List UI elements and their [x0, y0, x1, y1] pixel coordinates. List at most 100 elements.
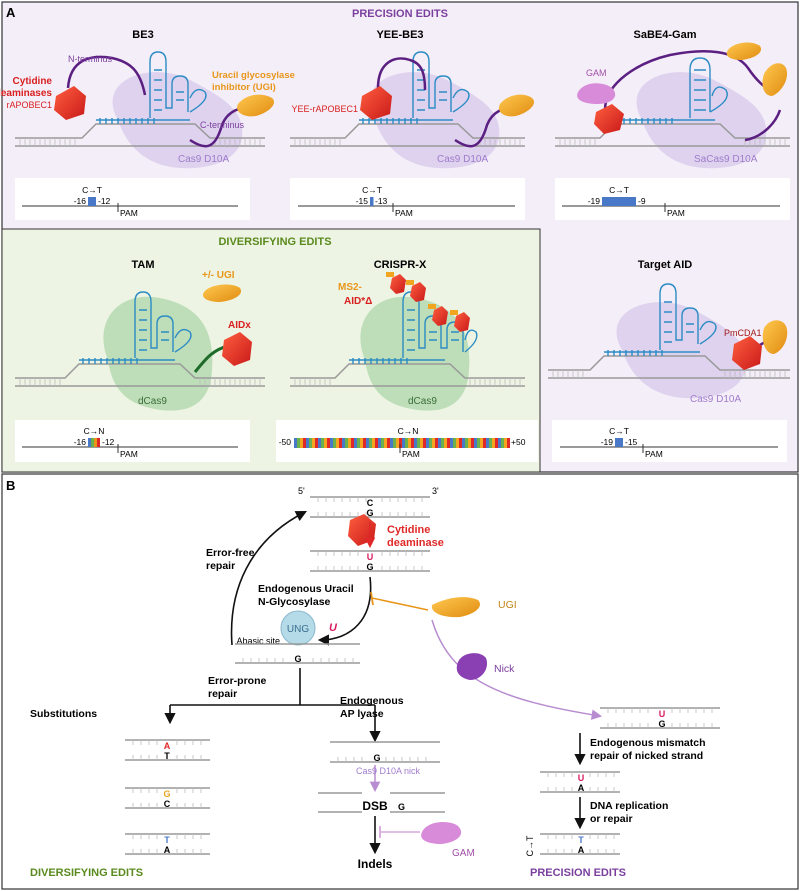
ugi-label-1: Uracil glycosylase	[212, 70, 295, 81]
edit-stripe	[468, 438, 471, 448]
targetaid-track: C→T -19 -15 PAM	[552, 420, 787, 462]
edit-window	[615, 438, 623, 447]
substitutions-label: Substitutions	[30, 708, 97, 720]
ms2-coat-3	[428, 304, 436, 309]
ugi-icon	[431, 597, 480, 618]
yee-title: YEE-BE3	[376, 29, 423, 41]
edit-type: C→T	[609, 426, 629, 436]
edit-stripe	[357, 438, 360, 448]
target-aid-construct: Target AID PmCDA1 Cas9 D10A C→T -19	[548, 259, 790, 462]
edit-stripe	[441, 438, 444, 448]
ms2-coat-2	[406, 280, 414, 285]
error-free-label-2: repair	[206, 560, 235, 572]
edit-stripe	[300, 438, 303, 448]
cas9-label: Cas9 D10A	[178, 154, 229, 165]
left-pos: -19	[588, 196, 601, 206]
aid-label: AID*Δ	[344, 296, 372, 307]
base-g: G	[398, 802, 405, 812]
base-t: T	[164, 751, 170, 761]
edit-stripe	[423, 438, 426, 448]
ung-label-2: N-Glycosylase	[258, 596, 331, 608]
edit-stripe	[354, 438, 357, 448]
left-pos: -16	[74, 196, 87, 206]
ung-name: UNG	[287, 624, 309, 635]
edit-type: C→T	[362, 185, 382, 195]
edit-stripe	[444, 438, 447, 448]
panel-b-background	[1, 473, 799, 890]
sabe4-track: C→T -19 -9 PAM	[555, 178, 790, 220]
base-u: U	[659, 709, 666, 719]
ct-side-label: C→T	[525, 835, 535, 856]
aid-copy-2	[410, 282, 426, 302]
yee-be3-construct: YEE-BE3 YEE-rAPOBEC1 Cas9 D10A C→T -	[290, 29, 535, 220]
edit-stripe	[456, 438, 459, 448]
tam-title: TAM	[131, 259, 154, 271]
gam-icon	[421, 822, 462, 844]
edit-band-1	[88, 438, 91, 447]
three-prime: 3'	[432, 486, 439, 496]
aid-copy-1	[390, 274, 406, 294]
deaminases-label: deaminases	[0, 88, 52, 99]
edit-stripe	[459, 438, 462, 448]
rapobec-label: rAPOBEC1	[6, 100, 52, 110]
edit-stripe	[381, 438, 384, 448]
edit-stripe	[477, 438, 480, 448]
dcas9-label: dCas9	[408, 396, 437, 407]
base-a: A	[578, 845, 585, 855]
edit-stripe	[345, 438, 348, 448]
gam-label: GAM	[586, 68, 607, 78]
track-box	[552, 420, 787, 462]
base-a: A	[578, 783, 585, 793]
base-t: T	[578, 835, 584, 845]
cytidine-label: Cytidine	[13, 76, 53, 87]
left-pos: -16	[74, 437, 87, 447]
duplex-ap-cut: G	[330, 741, 440, 763]
edit-stripe	[297, 438, 300, 448]
error-free-label-1: Error-free	[206, 547, 255, 559]
right-pos: -12	[98, 196, 111, 206]
track-box	[15, 178, 250, 220]
edit-stripe	[366, 438, 369, 448]
base-g: G	[163, 789, 170, 799]
dcas9-protein	[360, 296, 470, 411]
edit-stripe	[471, 438, 474, 448]
cytidine-label: Cytidine	[387, 524, 430, 536]
targetaid-title: Target AID	[638, 259, 692, 271]
dna-ticks	[19, 378, 261, 386]
base-c: C	[367, 498, 374, 508]
edit-stripe	[324, 438, 327, 448]
edit-stripe	[393, 438, 396, 448]
deaminase-shape	[54, 86, 86, 120]
edit-stripe	[348, 438, 351, 448]
edit-stripe	[489, 438, 492, 448]
ugi-shape	[762, 320, 788, 354]
dna-ticks	[552, 370, 786, 378]
deaminase-shape	[360, 86, 392, 120]
edit-stripe	[438, 438, 441, 448]
error-prone-label-1: Error-prone	[208, 675, 267, 687]
ap-label-2: AP lyase	[340, 708, 384, 720]
edit-band-2	[91, 438, 94, 447]
ugi-inhibit-bar	[370, 591, 374, 606]
released-uracil: U	[329, 622, 338, 634]
edit-stripe	[399, 438, 402, 448]
duplex-ua: U A	[540, 771, 620, 793]
substitution-gc: G C	[125, 787, 210, 809]
edit-type: C→T	[609, 185, 629, 195]
edit-stripe	[420, 438, 423, 448]
edit-stripe	[351, 438, 354, 448]
error-free-arrow	[230, 510, 307, 646]
base-g: G	[294, 654, 301, 664]
linker-top	[603, 50, 771, 111]
yee-track: C→T -15 -13 PAM	[290, 178, 525, 220]
ap-label-1: Endogenous	[340, 695, 404, 707]
edit-band-4	[97, 438, 100, 447]
ung-label-1: Endogenous Uracil	[258, 583, 354, 595]
edit-stripe	[405, 438, 408, 448]
gam-label: GAM	[452, 848, 475, 859]
indels-label: Indels	[358, 857, 393, 871]
edit-stripe	[360, 438, 363, 448]
ugi-inhibit-line	[371, 597, 429, 611]
dna-duplex	[555, 123, 790, 147]
